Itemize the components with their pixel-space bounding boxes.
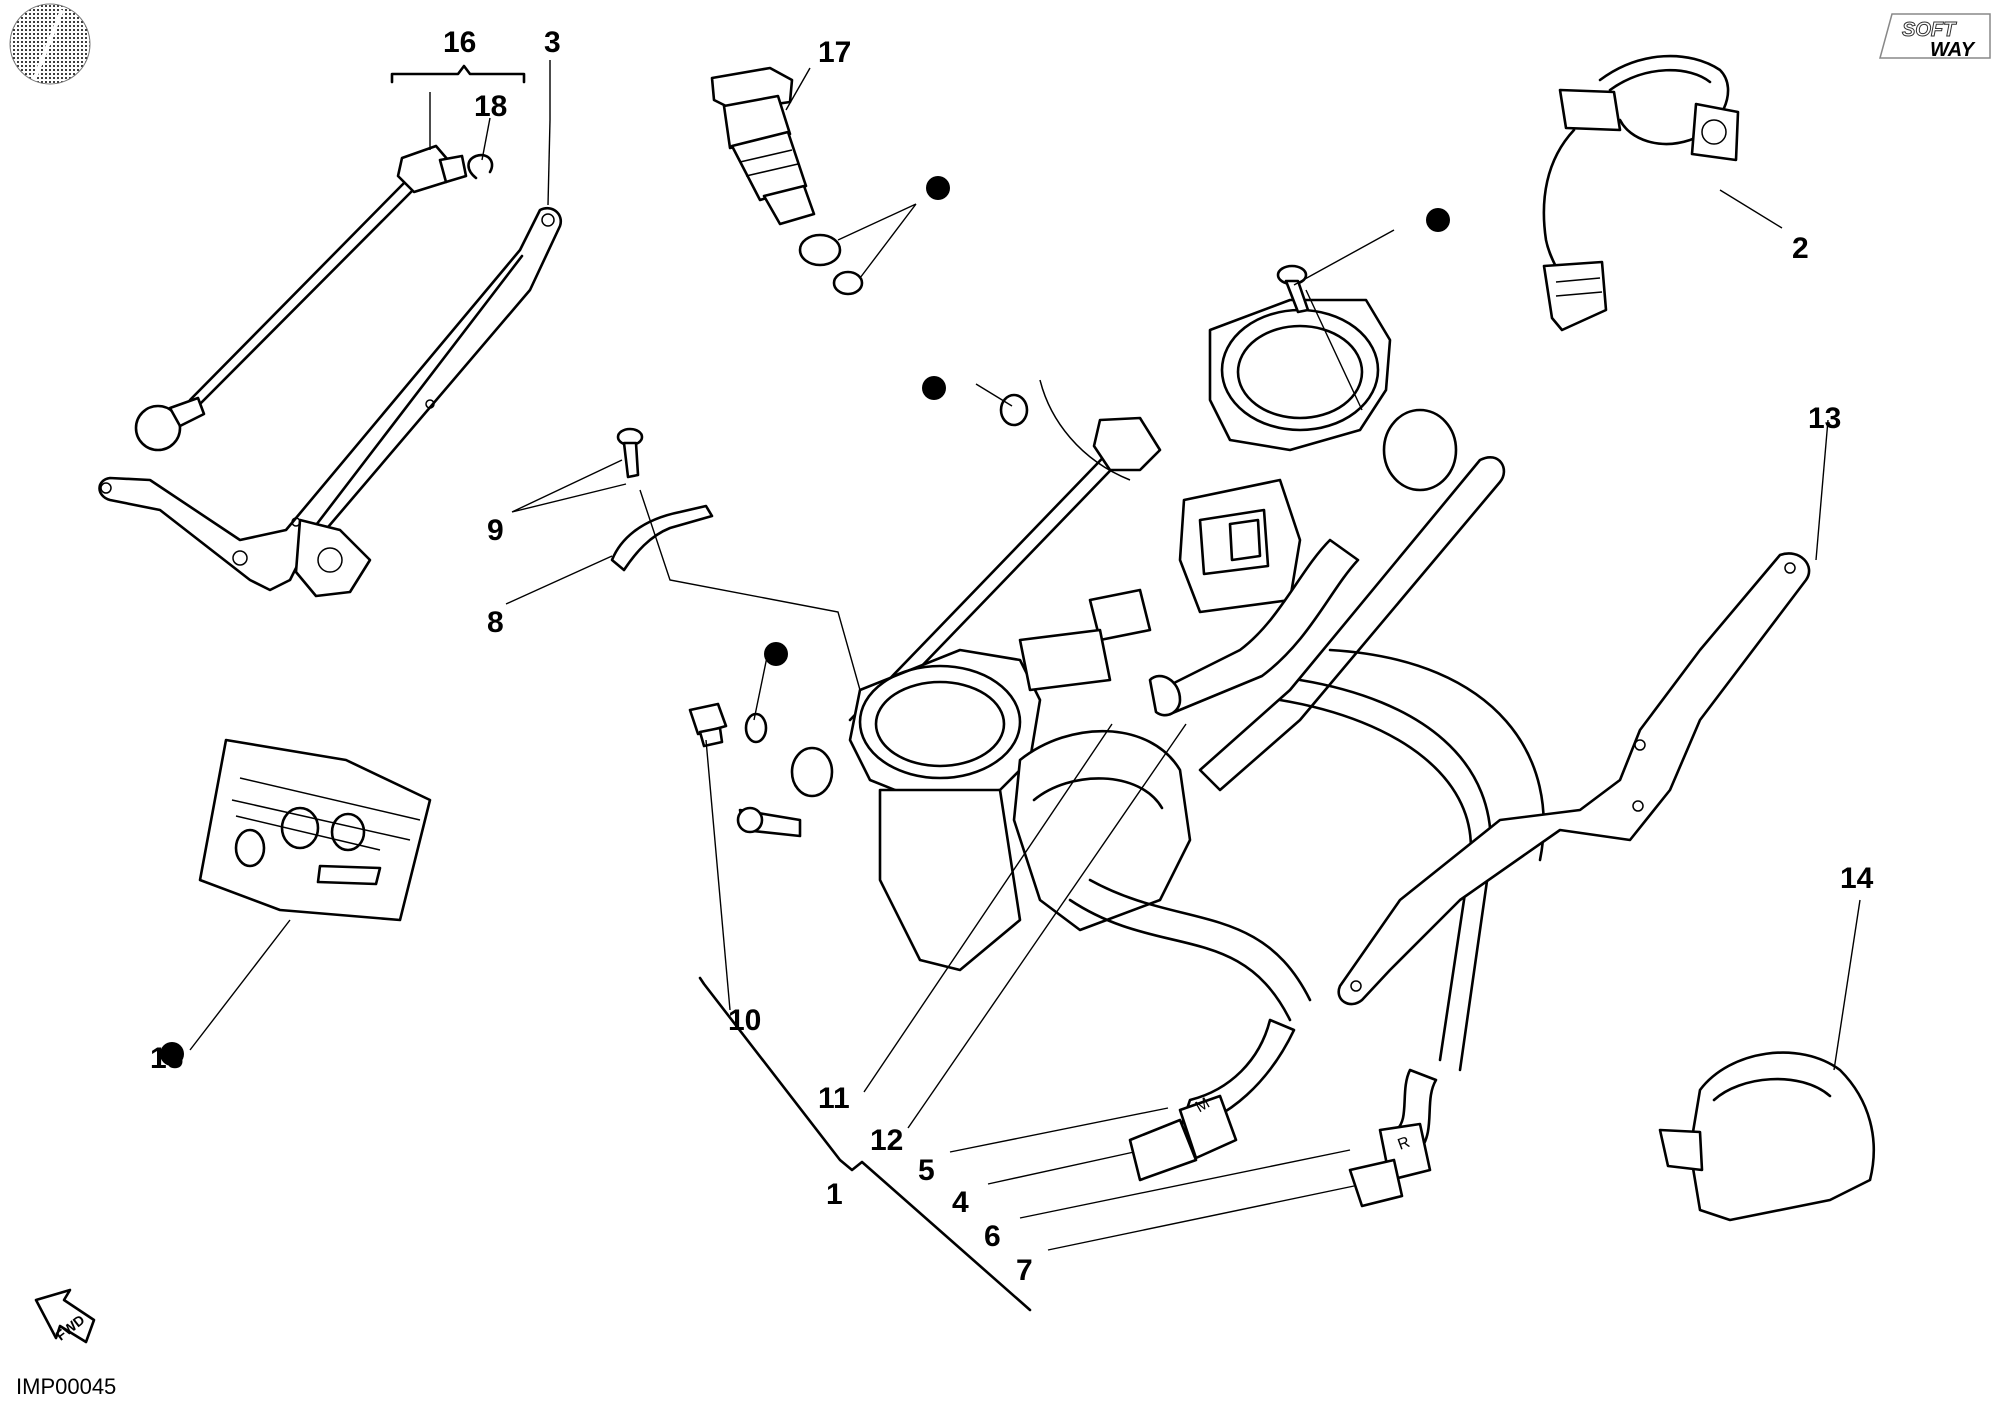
callout-9: 9 <box>487 514 504 547</box>
callout-5: 5 <box>918 1154 935 1187</box>
injector-o-rings <box>798 233 864 296</box>
fuel-injector <box>710 66 816 226</box>
callout-14: 14 <box>1840 862 1874 895</box>
front-frame-bar <box>1337 552 1811 1006</box>
corner-logo-disc <box>9 3 91 85</box>
kit-dot-markers <box>160 176 1450 1066</box>
bracket-1 <box>698 976 1032 1312</box>
screw-assembly-top <box>1276 264 1310 314</box>
leader-lines <box>189 60 1861 1251</box>
seal-kit-bag <box>198 738 432 922</box>
callout-3: 3 <box>544 26 561 59</box>
idle-screw-o-ring <box>744 712 768 744</box>
circlip <box>467 153 494 180</box>
linkage-rod <box>134 144 468 452</box>
callout-16: 16 <box>443 26 476 59</box>
callout-13: 13 <box>1808 402 1841 435</box>
screw-9 <box>616 427 644 479</box>
retaining-plate <box>610 504 714 572</box>
assembly-o-ring <box>999 393 1029 427</box>
bracket-16 <box>390 64 526 84</box>
callout-10: 10 <box>728 1004 761 1037</box>
sensor-wiring <box>1542 54 1740 332</box>
vacuum-hose-m: M <box>1128 1018 1296 1182</box>
callout-17: 17 <box>818 36 851 69</box>
fwd-arrow: FWD <box>34 1288 96 1344</box>
brand-logo-line2: WAY <box>1930 39 1976 61</box>
throttle-body-assembly <box>736 298 1545 1072</box>
callout-4: 4 <box>952 1186 969 1219</box>
callout-7: 7 <box>1016 1254 1033 1287</box>
brand-logo-line1: SOFT <box>1902 19 1957 41</box>
hose-mark-r: R <box>1396 1134 1413 1154</box>
callout-8: 8 <box>487 606 504 639</box>
throttle-cover <box>1658 1051 1876 1222</box>
callout-18: 18 <box>474 90 507 123</box>
brand-logo: SOFT WAY <box>1879 13 1991 61</box>
vacuum-hose-r: R <box>1348 1068 1438 1208</box>
callout-1: 1 <box>826 1178 843 1211</box>
callout-6: 6 <box>984 1220 1001 1253</box>
throttle-bracket <box>98 206 563 598</box>
idle-screw <box>688 702 728 748</box>
callout-12: 12 <box>870 1124 903 1157</box>
callout-11: 11 <box>818 1082 850 1115</box>
drawing-code: IMP00045 <box>16 1374 116 1399</box>
callout-15: 15 <box>150 1042 183 1075</box>
callout-2: 2 <box>1792 232 1809 265</box>
